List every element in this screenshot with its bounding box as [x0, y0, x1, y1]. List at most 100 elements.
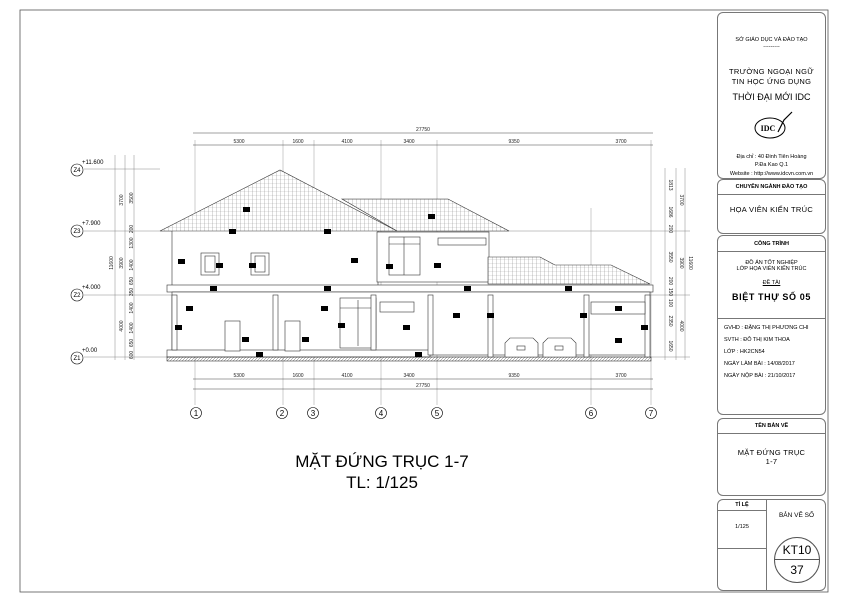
bay-dim: 1600: [292, 139, 303, 145]
vdim: 1686: [667, 206, 673, 217]
sheet-name-block: TÊN BẢN VẼ MẶT ĐỨNG TRỤC 1-7: [717, 418, 826, 496]
sheet-number-circle: KT10 37: [774, 537, 820, 583]
vdim: 4000: [678, 320, 684, 331]
advisor: GVHD : ĐẶNG THỊ PHƯƠNG CHI: [724, 325, 809, 331]
bay-dim: 3400: [403, 139, 414, 145]
annotation-markers: [175, 207, 648, 357]
ground-hatch: [166, 356, 652, 362]
rear-roof: [340, 198, 510, 232]
drawing-title: MẶT ĐỨNG TRỤC 1-7: [295, 452, 469, 471]
drawing-scale: TL: 1/125: [346, 473, 418, 492]
project-line: LỚP HỌA VIÊN KIẾN TRÚC: [736, 266, 807, 272]
vdim: 100: [667, 299, 673, 308]
vdim: 3700: [678, 194, 684, 205]
sheet-name: MẶT ĐỨNG TRỤC: [737, 448, 806, 457]
vdim: 200: [667, 225, 673, 234]
vdim: 650: [129, 277, 135, 286]
door: [224, 320, 241, 352]
level-value: +11.600: [82, 160, 104, 166]
vdim: 4000: [119, 320, 125, 331]
sheet-number: 37: [790, 563, 804, 577]
school-name: THỜI ĐẠI MỚI IDC: [732, 92, 811, 102]
bay-dim: 5300: [233, 139, 244, 145]
axis-label: 6: [589, 409, 594, 418]
idc-logo: IDC: [754, 111, 793, 139]
bay-dim: 4100: [341, 139, 352, 145]
vdim: 3700: [119, 194, 125, 205]
school-block: SỞ GIÁO DỤC VÀ ĐÀO TẠO --------- TRƯỜNG …: [717, 12, 826, 179]
school-line: TRƯỜNG NGOẠI NGỮ: [729, 67, 814, 76]
sheet-frame: [19, 9, 829, 593]
major: HỌA VIÊN KIẾN TRÚC: [729, 205, 814, 214]
axis-markers: 1 2 3 4 5 6 7: [190, 407, 657, 419]
main-roof: [159, 169, 398, 232]
car: [542, 337, 577, 358]
level-name: Z3: [73, 229, 81, 235]
house-elevation: [159, 169, 654, 362]
axis-label: 2: [280, 409, 285, 418]
car: [504, 337, 539, 358]
department: SỞ GIÁO DỤC VÀ ĐÀO TẠO: [735, 37, 808, 43]
vdim: 200: [129, 225, 135, 234]
bay-dim: 3700: [615, 139, 626, 145]
vdim: 350: [129, 288, 135, 297]
window: [388, 236, 421, 276]
logo-text: IDC: [761, 124, 776, 133]
topic-label: ĐỀ TÀI: [762, 280, 781, 286]
address-label: Địa chỉ: [736, 154, 754, 160]
vdim: 200: [667, 277, 673, 286]
scale-label: TỈ LỆ: [735, 502, 749, 508]
top-dimensions: [193, 132, 653, 390]
total-dim-top: 27750: [416, 127, 430, 133]
vdim: 600: [129, 351, 135, 360]
school-line: TIN HỌC ỨNG DỤNG: [731, 77, 812, 86]
topic: BIỆT THỰ SỐ 05: [732, 292, 811, 302]
bay-dim: 4100: [341, 373, 352, 379]
sheet-code: KT10: [782, 543, 812, 557]
vdim: 1813: [667, 179, 673, 190]
vdim: 1400: [129, 322, 135, 333]
bay-dim: 3700: [615, 373, 626, 379]
level-z2: Z2 +4.000: [70, 285, 101, 302]
vdim: 1650: [667, 340, 673, 351]
bay-dim: 9350: [508, 373, 519, 379]
project-line: ĐỒ ÁN TỐT NGHIỆP: [745, 260, 798, 266]
bay-dims-top: 5300 1600 4100 3400 9350 3700: [233, 139, 626, 145]
scale-value: 1/125: [735, 524, 749, 530]
level-z4: Z4 +11.600: [70, 160, 104, 177]
vdim: 11600: [109, 256, 115, 270]
project-label: CÔNG TRÌNH: [754, 241, 789, 247]
vdim: 3500: [129, 192, 135, 203]
sheet-number-block: TỈ LỆ 1/125 BẢN VẼ SỐ KT10 37: [717, 499, 826, 591]
address: : 40 Đinh Tiên Hoàng: [754, 154, 807, 160]
bay-dim: 5300: [233, 373, 244, 379]
student: SVTH : ĐỖ THỊ KIM THOA: [724, 337, 790, 343]
vdim: 3550: [667, 251, 673, 262]
vdim: 11600: [687, 256, 693, 270]
level-name: Z4: [73, 168, 81, 174]
bay-dim: 1600: [292, 373, 303, 379]
vdim: 150: [667, 288, 673, 297]
submit-date: NGÀY NỘP BÀI : 21/10/2017: [724, 373, 796, 379]
level-value: +0.00: [82, 348, 98, 354]
vdim: 1400: [129, 302, 135, 313]
bay-dim: 3400: [403, 373, 414, 379]
major-block: CHUYÊN NGÀNH ĐÀO TẠO HỌA VIÊN KIẾN TRÚC: [717, 179, 826, 234]
level-name: Z2: [73, 293, 81, 299]
bay-dims-bottom: 5300 1600 4100 3400 9350 3700: [233, 373, 626, 379]
project-block: CÔNG TRÌNH ĐỒ ÁN TỐT NGHIỆP LỚP HỌA VIÊN…: [717, 235, 826, 415]
vdim: 1400: [129, 259, 135, 270]
level-name: Z1: [73, 356, 81, 362]
level-z3: Z3 +7.900: [70, 221, 101, 238]
axis-label: 3: [311, 409, 316, 418]
right-vertical-dims: 11600 3700 3900 4000 1813 1686 200 3550 …: [667, 179, 693, 351]
vdim: 2350: [667, 315, 673, 326]
axis-label: 7: [649, 409, 654, 418]
address: P.Đa Kao Q.1: [754, 162, 789, 168]
sheet-name: 1-7: [765, 457, 778, 466]
vdim: 3900: [678, 257, 684, 268]
level-value: +7.900: [82, 221, 101, 227]
sheet-name-label: TÊN BẢN VẼ: [754, 423, 789, 429]
bay-dim: 9350: [508, 139, 519, 145]
